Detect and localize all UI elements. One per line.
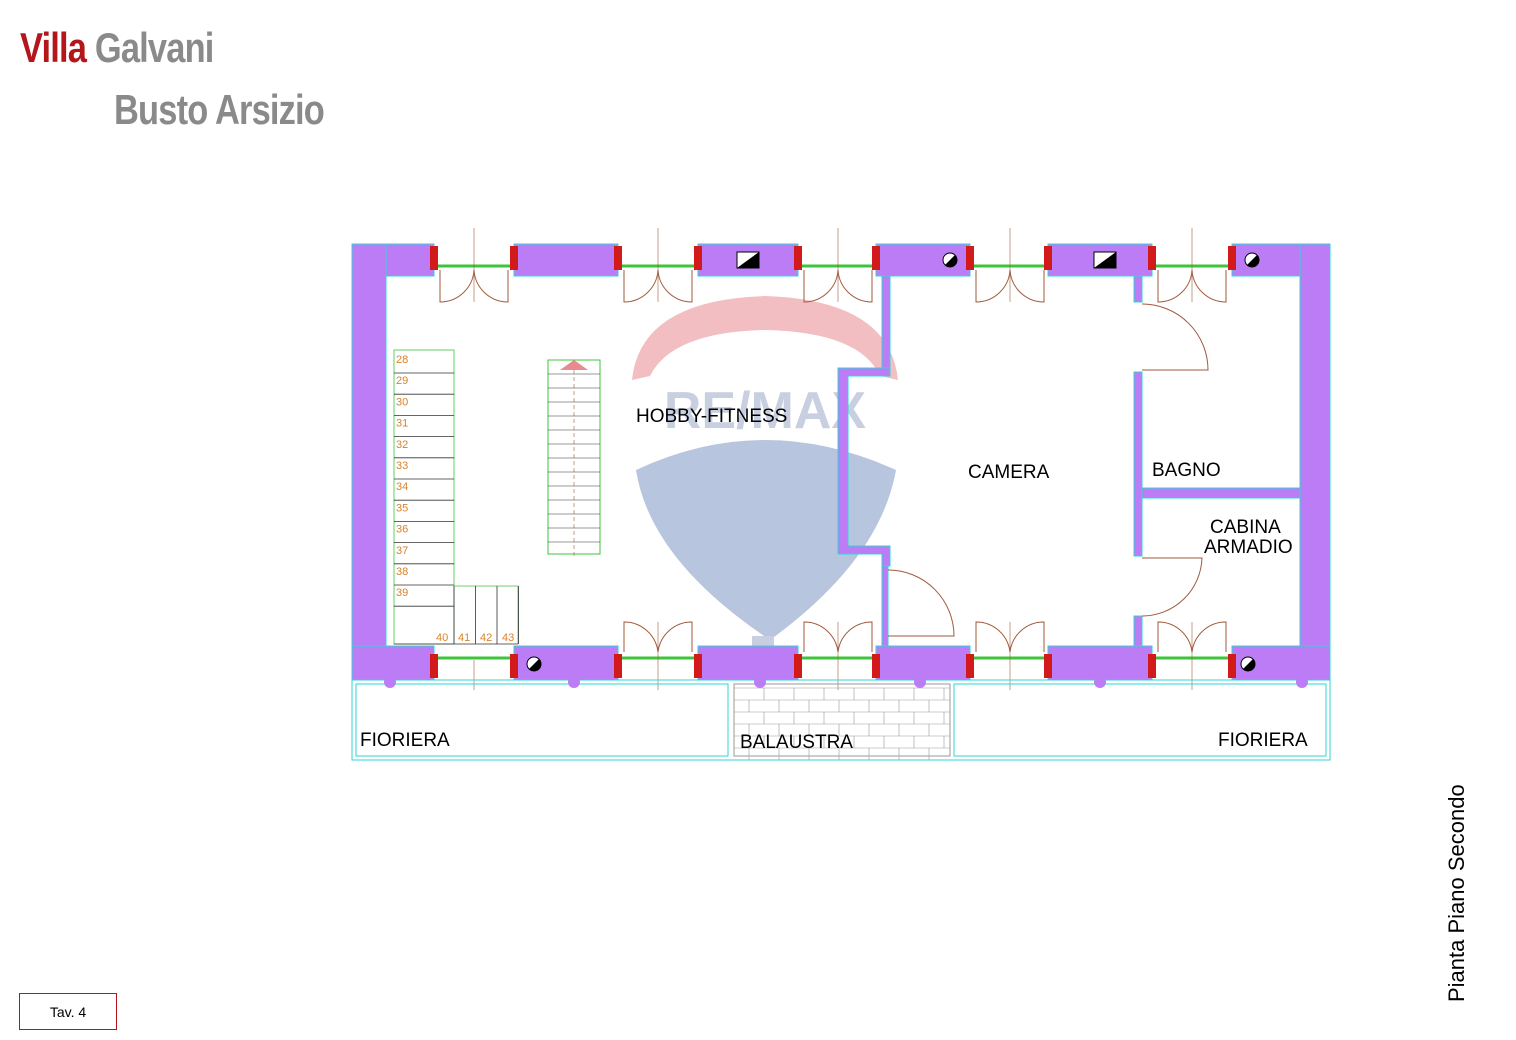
walls (351, 243, 1331, 681)
wall-camera-left-top (881, 275, 891, 369)
wall-top-1 (513, 243, 619, 277)
stair-step-number: 43 (502, 632, 514, 644)
stair-step-number: 40 (436, 632, 448, 644)
stair-step-number: 42 (480, 632, 492, 644)
stair-step-numbers-vertical: 28 29 30 31 32 33 34 35 36 37 38 39 (396, 354, 408, 599)
wall-bagno-left-bottom (1133, 615, 1143, 647)
bottom-openings (430, 621, 1236, 690)
stair-step-number: 34 (396, 481, 408, 493)
wall-bottom-3 (875, 645, 971, 681)
bottom-window-1 (430, 654, 518, 678)
wall-bagno-left-top (1133, 275, 1143, 303)
stair-step-number: 32 (396, 439, 408, 451)
sheet-label: Tav. 4 (49, 1003, 87, 1020)
wall-camera-left-bottom (881, 565, 889, 647)
stair-step-number: 37 (396, 545, 408, 557)
wall-bagno-divider (1141, 487, 1301, 499)
wall-camera-left (837, 367, 891, 567)
column-bumps (384, 676, 1308, 688)
staircase-main (393, 349, 519, 645)
balloon-body-blue (636, 440, 896, 640)
socket-symbol-2 (1244, 252, 1260, 268)
stair-step-number: 33 (396, 460, 408, 472)
stair-step-number: 38 (396, 566, 408, 578)
brand-title: Villa Galvani (20, 24, 214, 72)
label-hobby-fitness: HOBBY-FITNESS (636, 406, 787, 427)
panel-symbol-1 (736, 251, 760, 269)
city-title: Busto Arsizio (114, 86, 325, 133)
staircase-secondary (547, 359, 601, 556)
sheet-label-box: Tav. 4 (19, 993, 117, 1030)
label-cabina: CABINA (1210, 517, 1281, 538)
bottom-window-3 (794, 621, 880, 678)
socket-symbol-4 (1240, 656, 1256, 672)
balcony (351, 679, 1331, 761)
wall-bottom-4 (1047, 645, 1153, 681)
bottom-window-4 (966, 621, 1052, 678)
stair-step-number: 31 (396, 418, 408, 430)
wall-bottom-2 (697, 645, 799, 681)
top-window-4 (966, 246, 1052, 303)
stair-step-number: 41 (458, 632, 470, 644)
wall-left (351, 243, 387, 681)
brand-first-word: Villa (20, 24, 87, 71)
door-bagno (1141, 303, 1209, 371)
label-bagno: BAGNO (1152, 460, 1221, 481)
label-fioriera-right: FIORIERA (1218, 730, 1308, 751)
label-fioriera-left: FIORIERA (360, 730, 450, 751)
label-camera: CAMERA (968, 462, 1050, 483)
brand-second-word: Galvani (94, 24, 215, 71)
panel-symbol-2 (1093, 251, 1117, 269)
top-openings (430, 228, 1236, 303)
door-camera (887, 569, 955, 637)
wall-right (1299, 243, 1331, 681)
stair-step-number: 30 (396, 396, 408, 408)
door-cabina (1141, 557, 1203, 617)
stair-step-number: 36 (396, 524, 408, 536)
wall-bagno-left-mid (1133, 371, 1143, 557)
balloon-top-red (632, 296, 898, 380)
stair-step-number: 35 (396, 502, 408, 514)
stair-step-number: 29 (396, 375, 408, 387)
remax-watermark: RE/MAX (632, 296, 898, 650)
remax-logo-text: RE/MAX (664, 382, 867, 440)
top-window-3 (794, 246, 880, 303)
stair-step-numbers-horizontal: 40 41 42 43 (436, 632, 514, 644)
interior-doors (887, 303, 1209, 637)
room-labels: HOBBY-FITNESS CAMERA BAGNO CABINA ARMADI… (360, 406, 1308, 753)
socket-symbol-3 (526, 656, 542, 672)
symbols (526, 251, 1260, 672)
stair-step-number: 39 (396, 587, 408, 599)
stair-step-number: 28 (396, 354, 408, 366)
wall-bottom-left (351, 645, 435, 681)
label-armadio: ARMADIO (1204, 537, 1293, 558)
label-balaustra: BALAUSTRA (740, 732, 853, 753)
socket-symbol-1 (942, 252, 958, 268)
plan-title-vertical: Pianta Piano Secondo (1444, 784, 1469, 1002)
